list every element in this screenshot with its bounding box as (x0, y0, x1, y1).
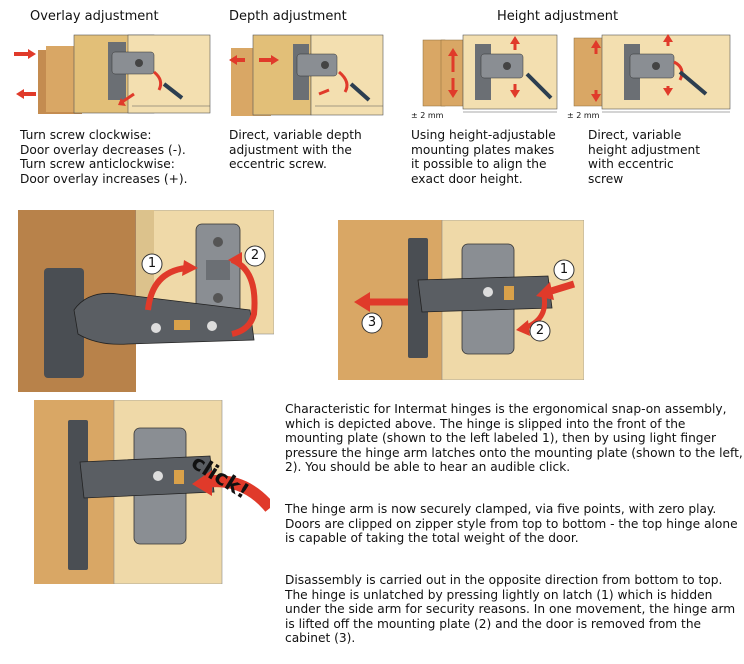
caption-overlay: Turn screw clockwise: Door overlay decre… (20, 128, 188, 186)
paragraph-disassembly: Disassembly is carried out in the opposi… (285, 573, 736, 645)
step-1-label-mounting: 1 (147, 256, 157, 271)
step-3-label-disassembly: 3 (367, 315, 377, 330)
paragraph-clamping: The hinge arm is now securely clamped, v… (285, 502, 738, 545)
tolerance-label-plates: ± 2 mm (411, 111, 444, 120)
header-depth-adjustment: Depth adjustment (229, 9, 347, 24)
caption-depth: Direct, variable depth adjustment with t… (229, 128, 362, 171)
caption-height-plates: Using height-adjustable mounting plates … (411, 128, 556, 186)
height-eccentric-illustration (573, 34, 731, 113)
hinge-click-illustration (34, 400, 270, 584)
tolerance-label-eccentric: ± 2 mm (567, 111, 600, 120)
header-overlay-adjustment: Overlay adjustment (30, 9, 159, 24)
depth-adjustment-illustration (229, 34, 384, 116)
step-2-label-mounting: 2 (250, 248, 260, 263)
paragraph-snap-on-assembly: Characteristic for Intermat hinges is th… (285, 402, 743, 474)
step-1-label-disassembly: 1 (559, 262, 569, 277)
header-height-adjustment: Height adjustment (497, 9, 619, 24)
step-2-label-disassembly: 2 (535, 323, 545, 338)
caption-height-eccentric: Direct, variable height adjustment with … (588, 128, 701, 186)
overlay-adjustment-illustration (14, 34, 211, 114)
height-plates-illustration (422, 34, 558, 113)
hinge-mounting-illustration (18, 210, 274, 392)
hinge-disassembly-illustration (338, 220, 584, 380)
